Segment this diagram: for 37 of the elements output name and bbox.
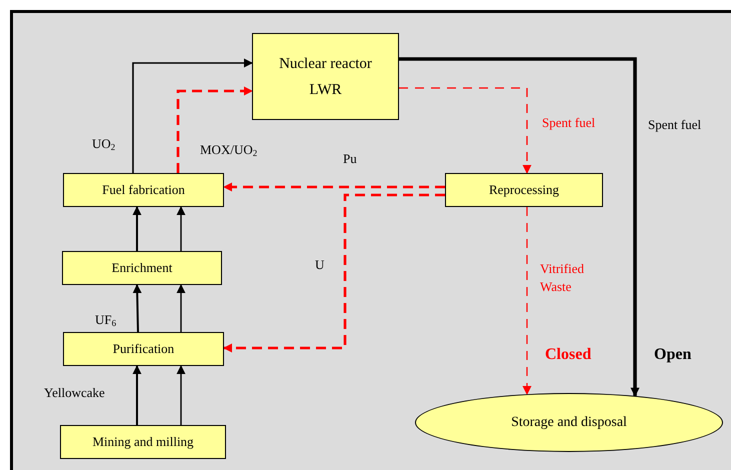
- node-label: Mining and milling: [92, 433, 194, 452]
- arrow: [522, 207, 532, 396]
- node-label: Storage and disposal: [511, 414, 627, 432]
- arrow: [399, 87, 532, 174]
- arrow: [223, 182, 445, 192]
- process-box: [252, 33, 399, 120]
- arrow: [176, 365, 186, 425]
- process-box: [63, 173, 224, 207]
- arrow: [132, 58, 253, 173]
- arrow: [132, 365, 142, 425]
- edge-label: U: [315, 256, 324, 274]
- edge-label: Yellowcake: [44, 384, 105, 402]
- process-box: [63, 332, 224, 366]
- edge-label: UF$_{6}$: [95, 311, 116, 329]
- process-box: [62, 251, 222, 285]
- node-label: Enrichment: [112, 259, 172, 278]
- edge-label: Spent fuel: [648, 116, 702, 134]
- edge-label: UO$_{2}$: [92, 135, 116, 153]
- process-box: [445, 173, 603, 207]
- arrow: [223, 194, 445, 352]
- arrow: [399, 57, 640, 397]
- node-label: Fuel fabrication: [102, 181, 185, 200]
- arrow: [176, 206, 186, 251]
- arrow: [176, 86, 253, 173]
- arrow: [132, 284, 142, 332]
- cycle-label: Closed: [545, 345, 592, 365]
- edge-label: Spent fuel: [542, 114, 596, 132]
- edge-label: Vitrified Waste: [540, 260, 585, 296]
- process-box: [60, 425, 226, 459]
- edge-label: Pu: [343, 150, 357, 168]
- node-label: Purification: [112, 340, 174, 358]
- node-label: Reprocessing: [488, 181, 560, 200]
- arrow: [132, 206, 142, 251]
- cycle-label: Open: [654, 345, 692, 365]
- edge-label: MOX/UO$_{2}$: [200, 141, 258, 159]
- arrow: [176, 284, 186, 332]
- node-label: Nuclear reactor LWR: [278, 54, 373, 100]
